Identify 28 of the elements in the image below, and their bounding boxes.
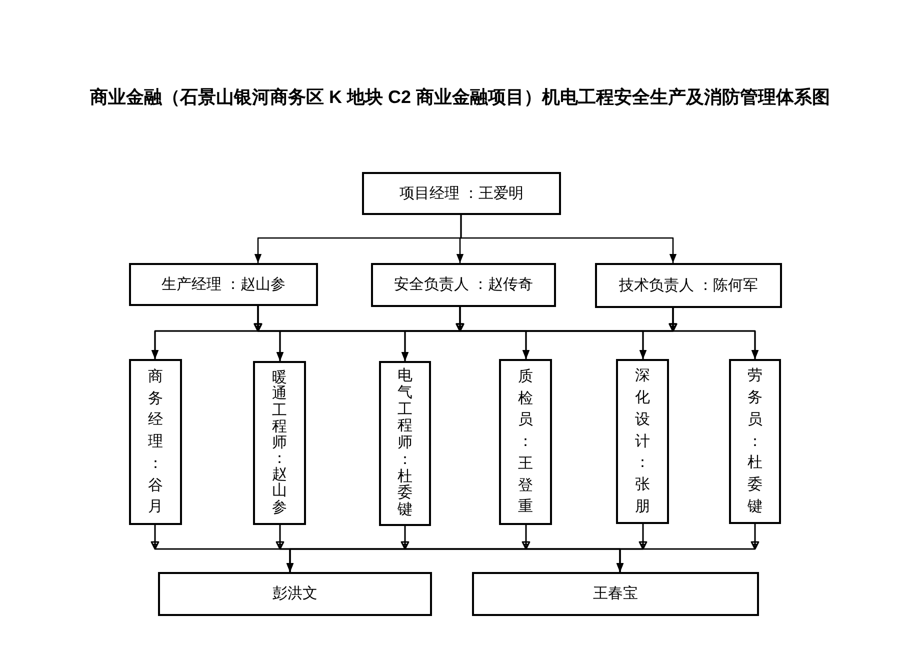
connector-arrow [616,524,760,572]
role-label: 商务经理：谷月 [148,366,163,518]
role-label: 深化设计：张朋 [635,366,650,517]
role-box [129,263,318,306]
contractor-box [158,572,432,616]
role-label: 劳务员：杜委键 [748,366,762,517]
staff-column-box [253,361,306,525]
staff-column-box [129,359,182,525]
role-box [371,263,556,307]
diagram-title: 商业金融（石景山银河商务区 K 地块 C2 商业金融项目）机电工程安全生产及消防管理体系图 [90,86,830,109]
connector-arrow [460,215,677,263]
staff-column-box [729,359,781,524]
role-label: 暖通工程师：赵山参 [272,370,287,516]
role-label: 电气工程师：杜委键 [398,368,412,520]
role-label: 彭洪文 [272,584,318,604]
manager-box [362,172,561,215]
staff-column-box [499,359,552,525]
contractor-box [472,572,759,616]
role-label: 质检员：王登重 [518,366,533,518]
role-label: 王春宝 [593,584,638,604]
staff-column-box [616,359,669,524]
role-label: 生产经理 ：赵山参 [161,274,286,294]
role-label: 安全负责人 ：赵传奇 [394,275,534,295]
role-label: 项目经理 ：王爱明 [399,184,524,204]
role-box [595,263,782,308]
staff-column-box [379,361,431,526]
role-label: 技术负责人 ：陈何军 [618,276,758,296]
connector-arrow [668,308,759,359]
